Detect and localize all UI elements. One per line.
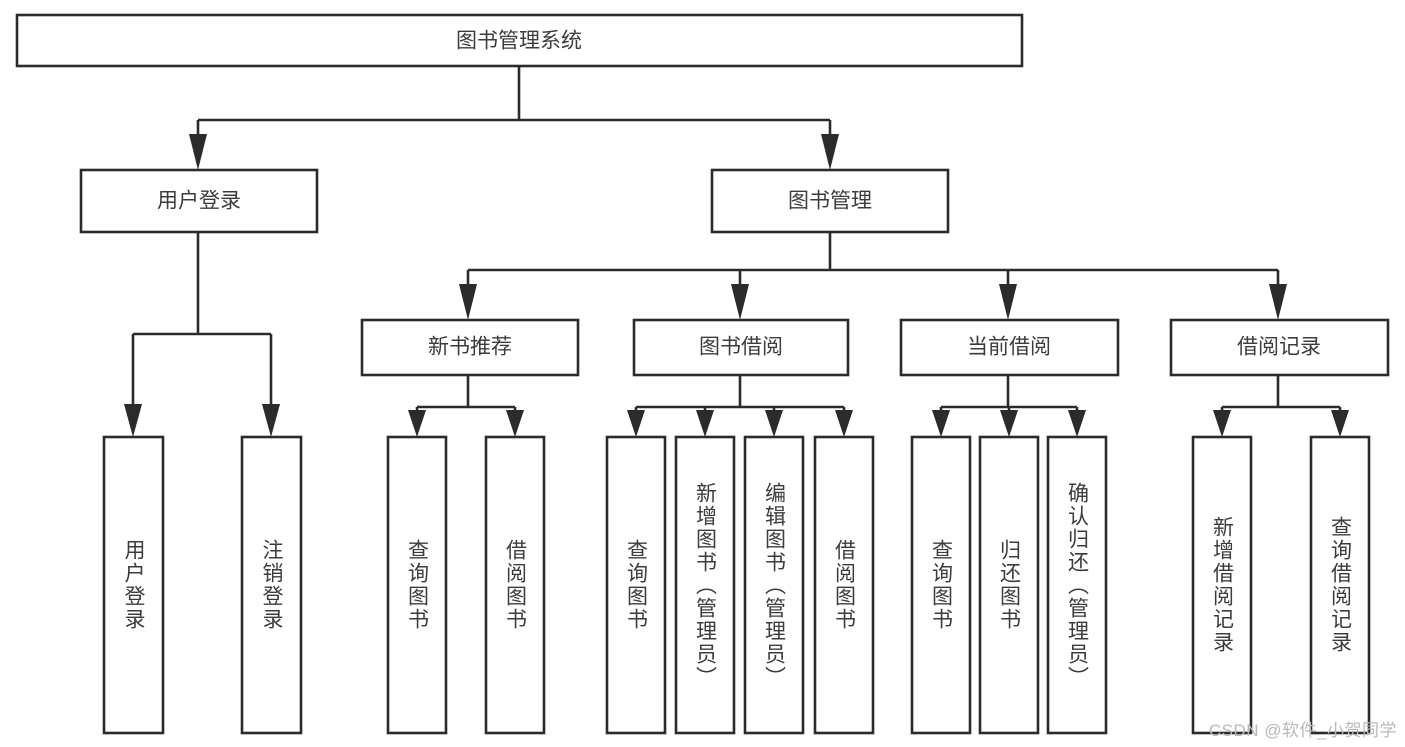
node-borrow-record-label: 借阅记录 bbox=[1237, 336, 1321, 359]
arrow-head-login-2 bbox=[262, 404, 280, 437]
arrow-head-newbook-2 bbox=[506, 410, 524, 437]
leaf-new-book-1-box[interactable] bbox=[386, 435, 448, 735]
node-root-box[interactable] bbox=[15, 13, 1024, 68]
arrow-head-borrow-record bbox=[1269, 284, 1287, 320]
node-new-book-label: 新书推荐 bbox=[428, 336, 512, 359]
arrow-head-newbook-1 bbox=[408, 410, 426, 437]
leaf-current-borrow-2-box[interactable] bbox=[978, 435, 1040, 735]
leaf-book-borrow-2-box[interactable] bbox=[674, 435, 736, 735]
node-book-borrow-label: 图书借阅 bbox=[699, 336, 783, 359]
arrow-head-borrow-2 bbox=[696, 410, 714, 437]
leaf-borrow-record-1-box[interactable] bbox=[1191, 435, 1253, 735]
leaf-borrow-record-2-box[interactable] bbox=[1309, 435, 1371, 735]
node-root-label: 图书管理系统 bbox=[456, 30, 582, 53]
leaf-book-borrow-1-box[interactable] bbox=[605, 435, 667, 735]
node-current-borrow-label: 当前借阅 bbox=[967, 336, 1051, 359]
arrow-head-new-book bbox=[459, 284, 477, 320]
arrowhead-group bbox=[124, 134, 1349, 437]
node-user-login-label: 用户登录 bbox=[157, 190, 241, 213]
arrow-head-record-1 bbox=[1213, 410, 1231, 437]
arrow-head-user-login bbox=[189, 134, 207, 170]
arrow-head-borrow-1 bbox=[627, 410, 645, 437]
csdn-watermark: CSDN @软件_小贺同学 bbox=[1208, 721, 1397, 740]
arrow-head-current-borrow bbox=[999, 284, 1017, 320]
node-borrow-record-box[interactable] bbox=[1169, 318, 1390, 377]
leaf-book-borrow-4-box[interactable] bbox=[813, 435, 875, 735]
arrow-head-current-1 bbox=[932, 410, 950, 437]
node-new-book-box[interactable] bbox=[360, 318, 580, 377]
horizontal-label-group: 图书管理系统 用户登录 图书管理 新书推荐 图书借阅 当前借阅 借阅记录 bbox=[157, 30, 1321, 359]
node-book-manage-box[interactable] bbox=[710, 168, 950, 234]
node-box-group bbox=[15, 13, 1390, 735]
leaf-new-book-2-box[interactable] bbox=[484, 435, 546, 735]
leaf-current-borrow-1-box[interactable] bbox=[910, 435, 972, 735]
leaf-user-login-1-box[interactable] bbox=[102, 435, 165, 735]
node-user-login-box[interactable] bbox=[79, 168, 319, 234]
leaf-book-borrow-3-box[interactable] bbox=[743, 435, 805, 735]
arrow-head-login-1 bbox=[124, 404, 142, 437]
arrow-head-borrow-4 bbox=[835, 410, 853, 437]
arrow-head-borrow-3 bbox=[765, 410, 783, 437]
leaf-user-login-2-box[interactable] bbox=[240, 435, 303, 735]
leaf-current-borrow-3-box[interactable] bbox=[1046, 435, 1108, 735]
arrow-head-record-2 bbox=[1331, 410, 1349, 437]
node-current-borrow-box[interactable] bbox=[899, 318, 1120, 377]
arrow-head-book-borrow bbox=[731, 284, 749, 320]
arrow-head-current-3 bbox=[1068, 410, 1086, 437]
arrow-head-current-2 bbox=[1000, 410, 1018, 437]
node-book-manage-label: 图书管理 bbox=[788, 190, 872, 213]
node-book-borrow-box[interactable] bbox=[632, 318, 850, 377]
arrow-head-book-manage bbox=[821, 134, 839, 170]
